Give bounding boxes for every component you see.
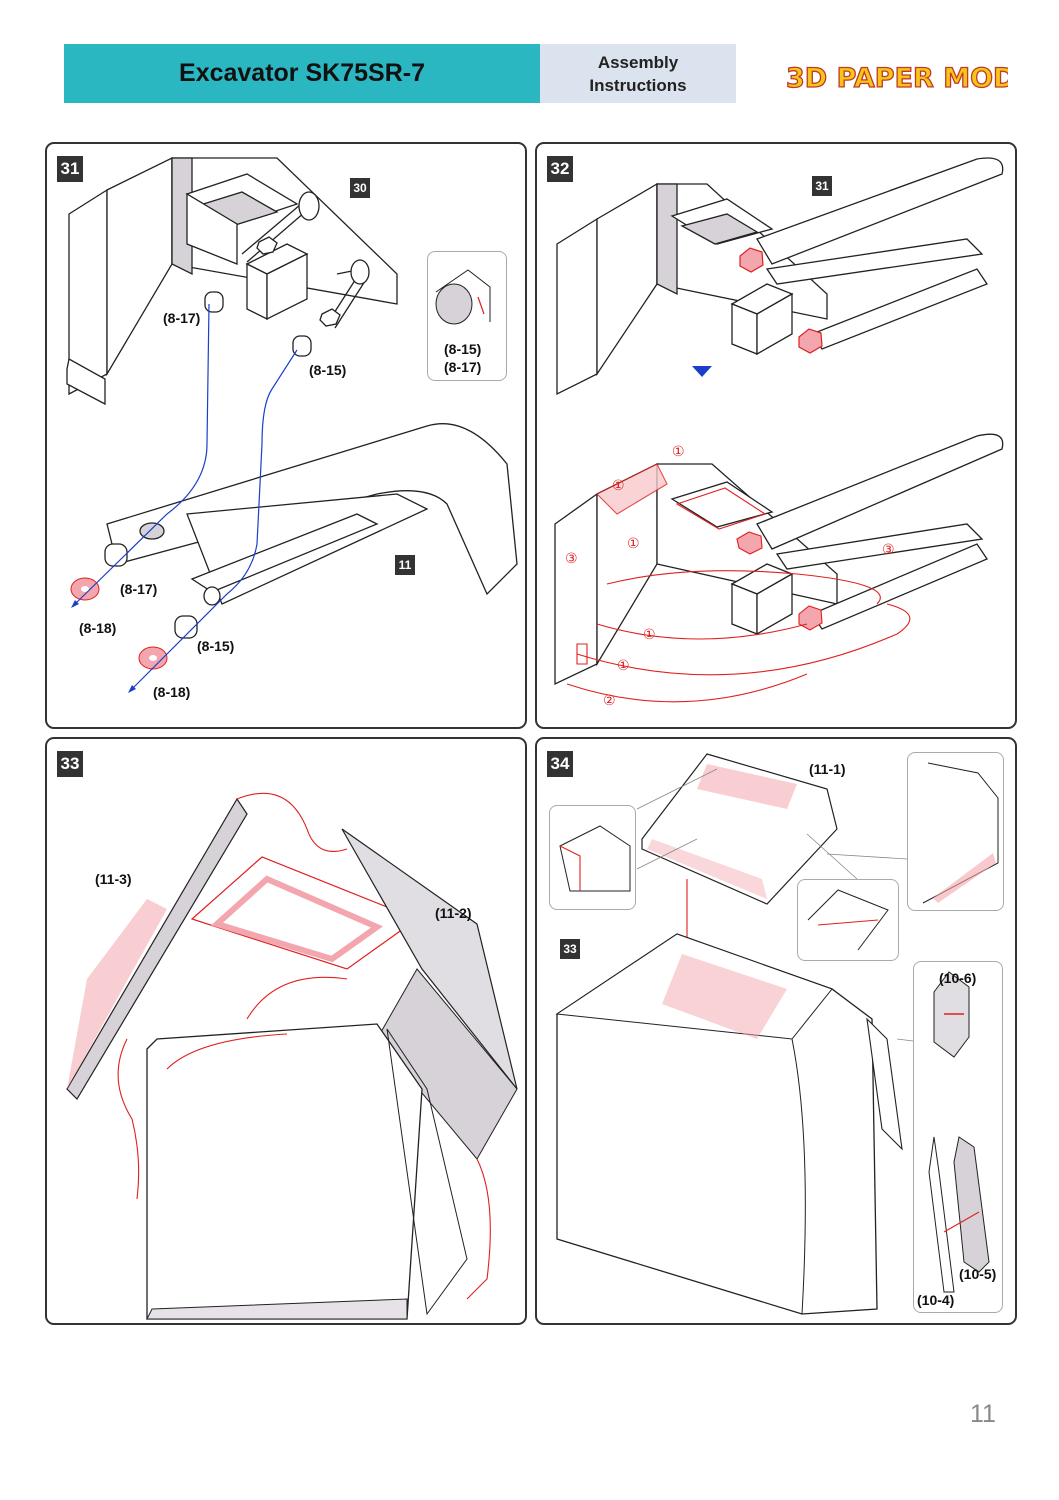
part-label: (10-6) bbox=[939, 970, 977, 986]
part-label: (8-18) bbox=[153, 684, 191, 700]
detail-inset bbox=[427, 251, 507, 381]
part-label: (8-15) bbox=[197, 638, 235, 654]
step-marker: ① bbox=[643, 627, 656, 643]
detail-inset bbox=[549, 805, 636, 910]
part-label: (11-1) bbox=[809, 761, 846, 777]
step-marker: ① bbox=[617, 658, 630, 674]
step-marker: ② bbox=[603, 693, 616, 709]
page-number: 11 bbox=[970, 1400, 996, 1428]
step-marker: ③ bbox=[882, 542, 895, 558]
step-marker: ① bbox=[672, 444, 685, 460]
bushing-detail-drawing bbox=[435, 269, 491, 325]
part-label: (8-17) bbox=[120, 581, 158, 597]
header-title-box: Excavator SK75SR-7 bbox=[64, 44, 540, 103]
part-label: (10-5) bbox=[959, 1266, 997, 1282]
detail-inset bbox=[913, 961, 1003, 1313]
step-34-panel: 34 33 bbox=[535, 737, 1017, 1325]
handrail-detail-drawing bbox=[928, 971, 990, 1293]
reference-badge: 30 bbox=[350, 178, 370, 198]
part-label: (8-17) bbox=[163, 310, 201, 326]
step-marker: ① bbox=[612, 478, 625, 494]
logo-text: 3D PAPER MODELS bbox=[786, 63, 1008, 94]
step-32-drawing: ① ① ① ③ ③ ① ① ② bbox=[554, 157, 1004, 709]
part-label: (8-15) bbox=[444, 341, 482, 357]
step-31-panel: 31 30 11 bbox=[45, 142, 527, 729]
reference-badge: 31 bbox=[812, 176, 832, 196]
part-label: (8-15) bbox=[309, 362, 347, 378]
step-marker: ③ bbox=[565, 551, 578, 567]
step-32-panel: 32 31 bbox=[535, 142, 1017, 729]
step-33-panel: 33 (11-3) (11-2) bbox=[45, 737, 527, 1325]
step-33-drawing bbox=[66, 792, 518, 1320]
step-number-badge: 34 bbox=[547, 751, 573, 777]
document-title: Excavator SK75SR-7 bbox=[179, 59, 425, 87]
part-label: (10-4) bbox=[917, 1292, 955, 1308]
step-number-badge: 31 bbox=[57, 156, 83, 182]
part-label: (8-18) bbox=[79, 620, 117, 636]
subtitle-line-1: Assembly bbox=[597, 52, 679, 72]
detail-inset bbox=[797, 879, 899, 961]
subtitle-line-2: Instructions bbox=[589, 75, 687, 95]
down-arrow-icon bbox=[692, 366, 712, 377]
reference-badge: 11 bbox=[395, 555, 415, 575]
roof-hinge-detail-drawing bbox=[807, 889, 889, 951]
roof-edge-detail-drawing bbox=[922, 762, 999, 904]
step-34-drawing bbox=[555, 753, 938, 1315]
reference-badge: 33 bbox=[560, 939, 580, 959]
step-number-badge: 33 bbox=[57, 751, 83, 777]
part-label: (11-2) bbox=[435, 905, 472, 921]
detail-inset bbox=[907, 752, 1004, 911]
brand-logo: 3D PAPER MODELS bbox=[785, 62, 1008, 94]
step-31-drawing bbox=[66, 156, 518, 693]
roof-corner-detail-drawing bbox=[559, 825, 631, 892]
part-label: (8-17) bbox=[444, 359, 482, 375]
step-marker: ① bbox=[627, 536, 640, 552]
step-number-badge: 32 bbox=[547, 156, 573, 182]
part-label: (11-3) bbox=[95, 871, 132, 887]
header-subtitle-box: Assembly Instructions bbox=[540, 44, 736, 103]
